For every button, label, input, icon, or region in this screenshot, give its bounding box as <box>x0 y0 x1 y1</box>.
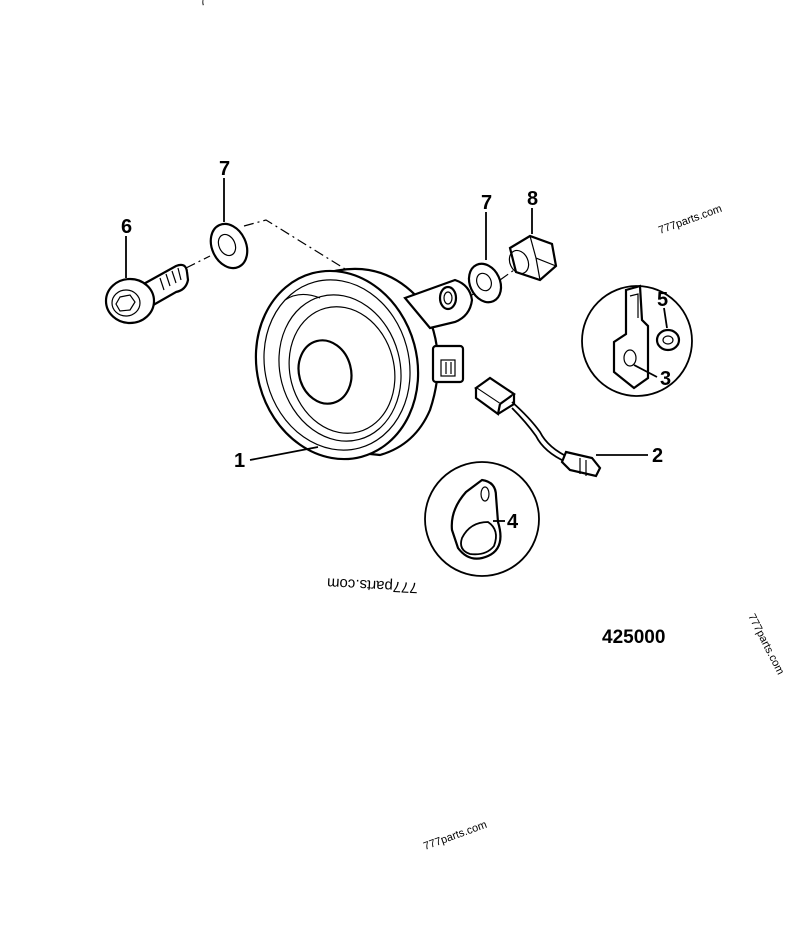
watermark-right-side: 777parts.com <box>745 612 786 677</box>
washer-part-7-right <box>467 262 503 304</box>
callout-2: 2 <box>652 445 663 467</box>
detail-circle-part-4 <box>424 461 540 577</box>
watermark-upper-right: 777parts.com <box>657 203 724 237</box>
nut-part-8 <box>508 234 558 282</box>
callout-3: 3 <box>660 368 671 390</box>
bolt-part-6 <box>104 263 190 325</box>
harness-part-2 <box>474 376 602 478</box>
callout-7-right: 7 <box>481 192 492 214</box>
horn-part-1 <box>254 267 474 461</box>
leader-3 <box>633 364 658 378</box>
callout-7-left: 7 <box>219 158 230 180</box>
washer-part-7-left <box>209 222 249 270</box>
watermark-fragment: 7 <box>198 0 208 9</box>
watermark-bottom: 777parts.com <box>422 819 489 853</box>
diagram-reference-number: 425000 <box>602 627 665 648</box>
callout-1: 1 <box>234 450 245 472</box>
detail-circle-parts-3-5 <box>581 284 693 397</box>
leader-5 <box>663 307 668 329</box>
callout-5: 5 <box>657 289 668 311</box>
watermark-upside-down: 777parts.com <box>327 574 419 596</box>
leader-1 <box>249 446 319 461</box>
callout-8: 8 <box>527 188 538 210</box>
callout-6: 6 <box>121 216 132 238</box>
callout-4: 4 <box>507 511 519 533</box>
